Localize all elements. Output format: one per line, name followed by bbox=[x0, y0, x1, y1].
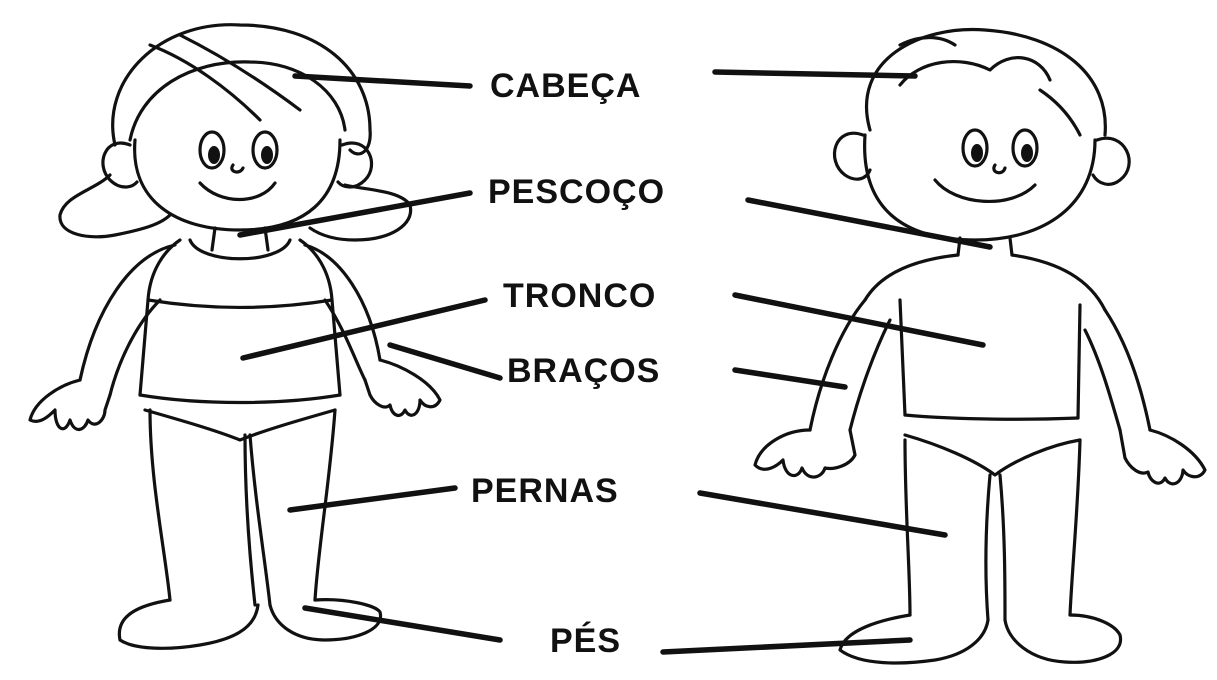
leader-pescoco-right bbox=[745, 197, 993, 250]
leader-cabeca-left bbox=[292, 73, 473, 89]
leader-cabeca-right bbox=[712, 69, 918, 79]
leader-pernas-left bbox=[287, 485, 458, 513]
label-tronco: TRONCO bbox=[503, 277, 656, 315]
leader-bracos-left bbox=[387, 342, 503, 381]
label-cabeca: CABEÇA bbox=[490, 67, 641, 105]
label-bracos: BRAÇOS bbox=[507, 352, 660, 390]
leader-bracos-right bbox=[732, 367, 848, 390]
labels: CABEÇA PESCOÇO TRONCO BRAÇOS PERNAS PÉS bbox=[471, 67, 665, 660]
leader-tronco-right bbox=[732, 292, 986, 348]
leader-tronco-left bbox=[240, 297, 488, 361]
label-pescoco: PESCOÇO bbox=[488, 173, 665, 211]
boy-figure bbox=[753, 27, 1207, 665]
leader-lines bbox=[237, 69, 993, 655]
leader-pescoco-left bbox=[237, 190, 473, 238]
girl-figure bbox=[28, 23, 442, 650]
label-pernas: PERNAS bbox=[471, 472, 619, 510]
leader-pes-right bbox=[660, 637, 913, 655]
leader-pernas-right bbox=[697, 490, 948, 538]
label-pes: PÉS bbox=[550, 622, 621, 660]
leader-pes-left bbox=[302, 605, 503, 643]
